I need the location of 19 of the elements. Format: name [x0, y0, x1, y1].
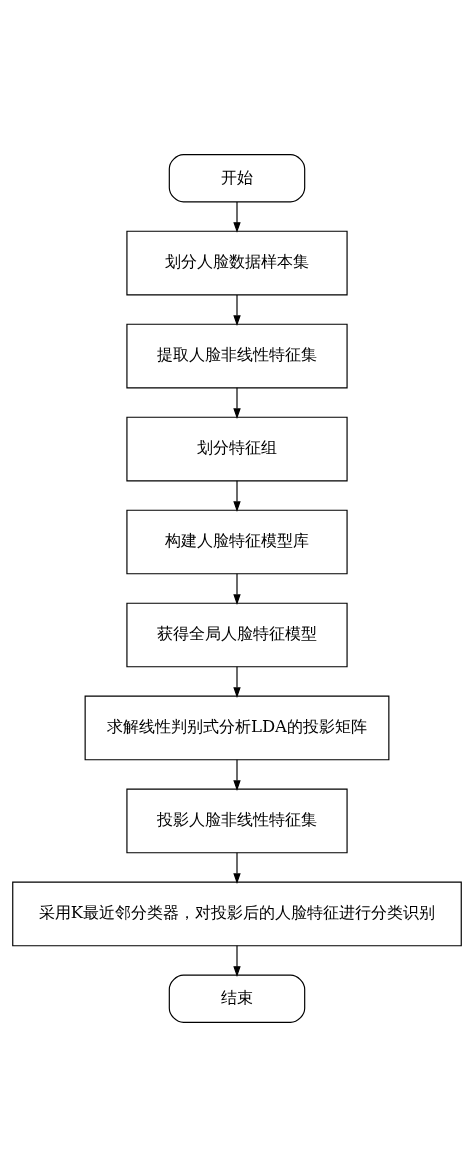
node-box: 划分人脸数据样本集	[126, 230, 348, 295]
node-box: 提取人脸非线性特征集	[126, 323, 348, 388]
arrow	[233, 665, 241, 698]
arrow	[233, 200, 241, 233]
node-box: 开始	[168, 153, 306, 202]
node-box: 构建人脸特征模型库	[126, 509, 348, 574]
arrow	[233, 386, 241, 419]
node-box: 结束	[168, 974, 306, 1023]
arrow	[233, 758, 241, 791]
node-box: 获得全局人脸特征模型	[126, 602, 348, 667]
arrow	[233, 944, 241, 977]
arrow	[233, 851, 241, 884]
arrow	[233, 572, 241, 605]
node-box: 求解线性判别式分析LDA的投影矩阵	[84, 695, 390, 760]
node-box: 划分特征组	[126, 416, 348, 481]
node-box: 采用K最近邻分类器，对投影后的人脸特征进行分类识别	[12, 881, 462, 946]
arrow	[233, 479, 241, 512]
node-box: 投影人脸非线性特征集	[126, 788, 348, 853]
arrow	[233, 293, 241, 326]
